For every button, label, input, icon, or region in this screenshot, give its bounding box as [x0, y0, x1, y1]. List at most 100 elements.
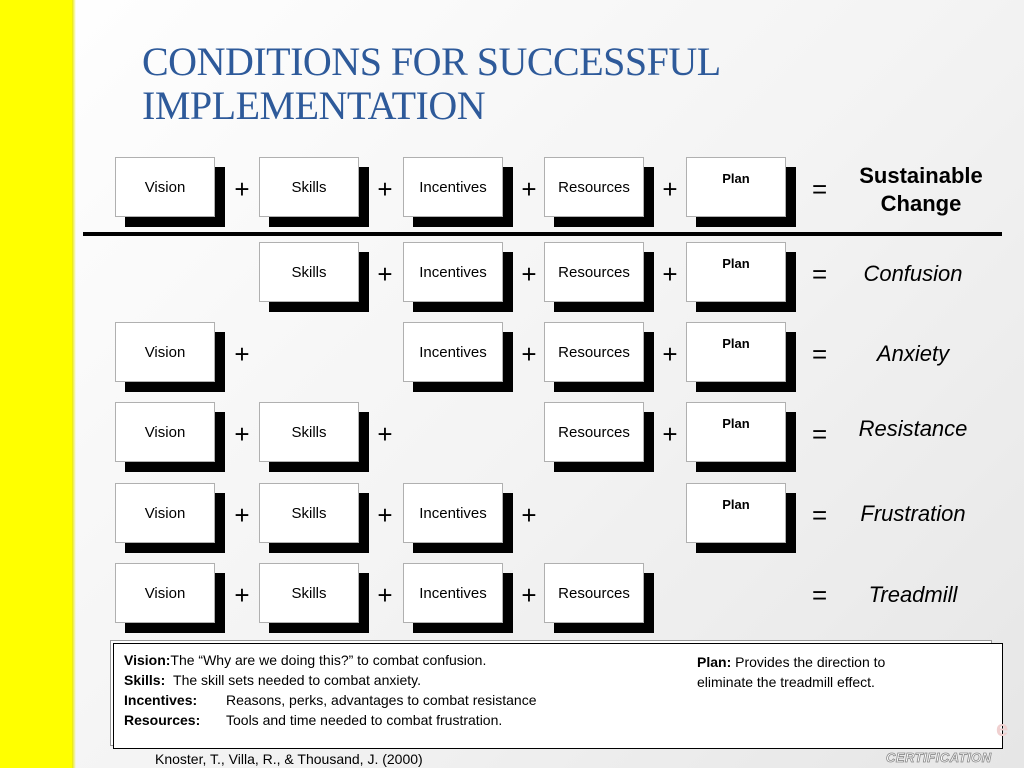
yellow-bar-edge	[72, 0, 76, 768]
incentives-box: Incentives	[403, 242, 513, 312]
skills-label: Skills	[259, 402, 359, 462]
vision-label: Vision	[115, 322, 215, 382]
plan-box: Plan	[686, 242, 796, 312]
plus-sign: +	[521, 500, 537, 530]
legend-incentives: Incentives: Reasons, perks, advantages to…	[124, 692, 537, 708]
plan-box: Plan	[686, 157, 796, 227]
plus-sign: +	[234, 174, 250, 204]
incentives-label: Incentives	[403, 563, 503, 623]
vision-box: Vision	[115, 402, 225, 472]
equals-sign: =	[812, 580, 828, 610]
plan-box: Plan	[686, 483, 796, 553]
legend-box: Vision:The “Why are we doing this?” to c…	[113, 643, 1003, 749]
incentives-label: Incentives	[403, 157, 503, 217]
vision-box: Vision	[115, 322, 225, 392]
skills-label: Skills	[259, 483, 359, 543]
legend-resources: Resources: Tools and time needed to comba…	[124, 712, 502, 728]
legend-desc: The skill sets needed to combat anxiety.	[173, 672, 422, 688]
result-frustration: Frustration	[860, 501, 966, 526]
legend-desc: The “Why are we doing this?” to combat c…	[170, 652, 487, 668]
plus-sign: +	[662, 419, 678, 449]
resources-label: Resources	[544, 402, 644, 462]
legend-term: Resources:	[124, 712, 201, 728]
result-sustainable-change: Sustainable Change	[838, 162, 1004, 218]
plus-sign: +	[662, 339, 678, 369]
result-line-2: Change	[880, 191, 962, 216]
resources-box: Resources	[544, 157, 654, 227]
plan-box: Plan	[686, 322, 796, 392]
resources-box: Resources	[544, 563, 654, 633]
plan-label: Plan	[686, 483, 786, 543]
legend-term: Plan:	[697, 654, 732, 670]
plus-sign: +	[521, 259, 537, 289]
citation: Knoster, T., Villa, R., & Thousand, J. (…	[155, 751, 423, 767]
skills-label: Skills	[259, 157, 359, 217]
plus-sign: +	[234, 419, 250, 449]
slide-title: CONDITIONS FOR SUCCESSFUL IMPLEMENTATION	[142, 39, 721, 128]
resources-label: Resources	[544, 322, 644, 382]
plus-sign: +	[377, 500, 393, 530]
plus-sign: +	[521, 339, 537, 369]
plus-sign: +	[521, 580, 537, 610]
skills-box: Skills	[259, 157, 369, 227]
resources-box: Resources	[544, 242, 654, 312]
result-treadmill: Treadmill	[868, 582, 958, 607]
result-confusion: Confusion	[863, 261, 963, 286]
plus-sign: +	[234, 580, 250, 610]
incentives-label: Incentives	[403, 242, 503, 302]
vision-label: Vision	[115, 483, 215, 543]
certification-logo: CERTIFICATION	[886, 750, 992, 766]
skills-box: Skills	[259, 242, 369, 312]
plan-label: Plan	[686, 157, 786, 217]
equals-sign: =	[812, 500, 828, 530]
resources-box: Resources	[544, 322, 654, 392]
incentives-box: Incentives	[403, 157, 513, 227]
legend-desc: Tools and time needed to combat frustrat…	[226, 712, 503, 728]
logo-fragment: e	[996, 716, 1009, 741]
plan-box: Plan	[686, 402, 796, 472]
plus-sign: +	[377, 419, 393, 449]
incentives-box: Incentives	[403, 322, 513, 392]
plus-sign: +	[234, 500, 250, 530]
skills-box: Skills	[259, 563, 369, 633]
legend-term: Vision:	[124, 652, 171, 668]
incentives-box: Incentives	[403, 483, 513, 553]
legend-desc: Reasons, perks, advantages to combat res…	[226, 692, 537, 708]
skills-label: Skills	[259, 563, 359, 623]
incentives-label: Incentives	[403, 483, 503, 543]
incentives-box: Incentives	[403, 563, 513, 633]
result-resistance: Resistance	[858, 416, 968, 441]
equals-sign: =	[812, 174, 828, 204]
result-anxiety: Anxiety	[876, 341, 950, 366]
vision-box: Vision	[115, 157, 225, 227]
legend-vision: Vision:The “Why are we doing this?” to c…	[124, 652, 486, 668]
skills-box: Skills	[259, 402, 369, 472]
plan-label: Plan	[686, 242, 786, 302]
legend-term: Incentives:	[124, 692, 198, 708]
legend-skills: Skills: The skill sets needed to combat …	[124, 672, 421, 688]
equals-sign: =	[812, 339, 828, 369]
legend-desc: Provides the direction to eliminate the …	[697, 654, 886, 690]
equals-sign: =	[812, 259, 828, 289]
plan-label: Plan	[686, 322, 786, 382]
resources-label: Resources	[544, 242, 644, 302]
vision-label: Vision	[115, 402, 215, 462]
skills-box: Skills	[259, 483, 369, 553]
result-line-1: Sustainable	[859, 163, 983, 188]
legend-term: Skills:	[124, 672, 166, 688]
resources-box: Resources	[544, 402, 654, 472]
plus-sign: +	[662, 174, 678, 204]
divider-rule	[83, 232, 1002, 236]
plus-sign: +	[234, 339, 250, 369]
incentives-label: Incentives	[403, 322, 503, 382]
legend-plan: Plan: Provides the direction to eliminat…	[697, 652, 937, 692]
plus-sign: +	[377, 174, 393, 204]
skills-label: Skills	[259, 242, 359, 302]
vision-label: Vision	[115, 563, 215, 623]
yellow-side-bar	[0, 0, 72, 768]
plan-label: Plan	[686, 402, 786, 462]
plus-sign: +	[377, 580, 393, 610]
equals-sign: =	[812, 419, 828, 449]
resources-label: Resources	[544, 563, 644, 623]
plus-sign: +	[662, 259, 678, 289]
